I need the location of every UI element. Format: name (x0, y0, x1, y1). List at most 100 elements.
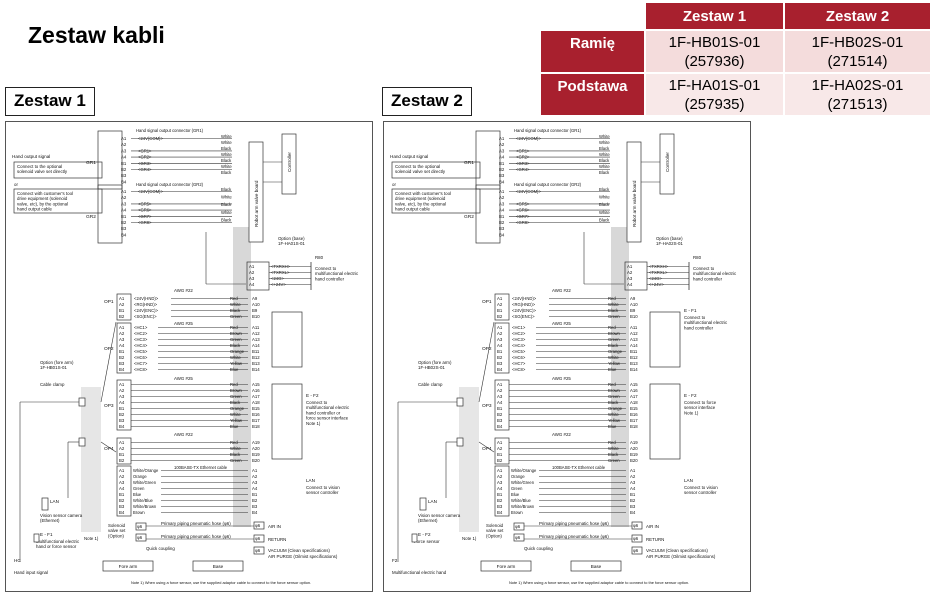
vision-camera-label: (Ethernet) (40, 518, 60, 523)
wire-line (478, 321, 495, 403)
connect-multi-note: hand controller (684, 325, 714, 330)
op1-pin-right: A9 (252, 296, 258, 301)
op3-pin: B3 (119, 418, 125, 423)
base-label: Base (213, 564, 224, 569)
ethernet-pin: B4 (119, 510, 125, 515)
wire-color: Red (230, 325, 238, 330)
wire-color: White (608, 446, 619, 451)
op2-pin-right: B12 (630, 355, 638, 360)
ethernet-pin-right: B1 (252, 492, 258, 497)
wire-line (478, 441, 495, 453)
op4-pin: A2 (119, 446, 125, 451)
ethernet-pin: B2 (497, 498, 503, 503)
op1-connector (116, 293, 132, 321)
cable-clamp-label: Cable clamp (418, 382, 443, 387)
op3-pin: A2 (497, 388, 503, 393)
connect-multi-note: Connect to (684, 315, 706, 320)
controller-box (281, 133, 297, 195)
connect-vision-note: Connect to vision (684, 485, 718, 490)
awg22-label: AWG #22 (552, 288, 571, 293)
clamp-box (78, 437, 86, 447)
op2-pin-right: B13 (252, 361, 260, 366)
base-pin: A3 (249, 276, 255, 281)
hose-box (631, 546, 643, 555)
op4-pin-right: A20 (630, 446, 638, 451)
tool-note-text: Connect with customer's tool (17, 191, 73, 196)
valve-note-text: Connect to the optional (395, 164, 440, 169)
wire-line (100, 321, 117, 403)
op3-pin-right: A17 (252, 394, 260, 399)
op1-pin-right: B9 (252, 308, 258, 313)
wire-color: Brown (511, 510, 523, 515)
op2-signal: <HC5> (134, 349, 148, 354)
table-row-label-arm: Ramię (541, 29, 645, 73)
op4-pin: B2 (119, 458, 125, 463)
lan-label: LAN (684, 478, 693, 483)
ethernet-pin-right: A1 (252, 468, 258, 473)
bottom-left-caption: Multifunctional electric hand (392, 570, 447, 575)
awg22-label: AWG #22 (174, 432, 193, 437)
gr2-connector-title: Hand signal output connector (GR2) (514, 182, 582, 187)
op2-connector (116, 322, 132, 374)
wire-color: Black (221, 158, 232, 163)
op2-pin: A3 (119, 337, 125, 342)
op2-connector (494, 322, 510, 374)
ethernet-pin: A3 (497, 480, 503, 485)
cable-clamp-shade (459, 387, 479, 532)
bottom-left-label: HC (14, 558, 21, 563)
op3-label: OP3 (482, 403, 492, 409)
op2-signal: <HC8> (134, 367, 148, 372)
awg25-label: AWG #25 (552, 376, 571, 381)
gr2-pin: A3 (499, 201, 505, 206)
op1-pin: A1 (497, 296, 503, 301)
op3-pin-right: A18 (252, 400, 260, 405)
op2-pin: A2 (497, 331, 503, 336)
base-pin: A2 (249, 270, 255, 275)
ethernet-pin: A1 (119, 468, 125, 473)
gr2-pin: B4 (499, 232, 505, 237)
bottom-left-caption: Hand input signal (14, 570, 48, 575)
cable-clamp-label: Cable clamp (40, 382, 65, 387)
wire-color: Blue (608, 367, 617, 372)
wire-color: Yellow (230, 361, 243, 366)
op3-pin-right: B16 (252, 412, 260, 417)
op3-pin-right: B18 (630, 424, 638, 429)
op2-signal: <HC2> (134, 331, 148, 336)
op3-pin-right: B17 (630, 418, 638, 423)
wire-color: Yellow (230, 418, 243, 423)
gr2-pin: A4 (499, 208, 505, 213)
wire-color: Brown (608, 388, 621, 393)
or-label: or (392, 182, 396, 187)
wire-color: Black (230, 343, 241, 348)
ethernet-pin-right: B3 (252, 504, 258, 509)
op2-pin: B1 (497, 349, 503, 354)
gr1-connector (475, 130, 501, 190)
op4-pin-right: A19 (630, 440, 638, 445)
op2-signal: <HC6> (512, 355, 526, 360)
r80-label: R80 (315, 255, 324, 260)
option-base-label: Option (base) (656, 236, 683, 241)
phi-label: φ6 (633, 548, 639, 553)
op4-connector (116, 437, 132, 465)
gr1-pin: A1 (121, 136, 127, 141)
gr1-pin: B3 (121, 173, 127, 178)
op2-pin: A1 (119, 325, 125, 330)
air-purge-label: AIR PURGE (Oilmist specifications) (268, 554, 338, 559)
cable-set-table: Zestaw 1 Zestaw 2 Ramię 1F-HB01S-01(2579… (541, 3, 930, 115)
wire-color: White/Orange (133, 468, 159, 473)
wire-color: Black (599, 217, 610, 222)
op2-pin-right: A13 (252, 337, 260, 342)
op3-pin-right: B15 (630, 406, 638, 411)
wire-color: Green (608, 314, 620, 319)
op2-pin-right: A12 (252, 331, 260, 336)
wire-color: Red (230, 382, 238, 387)
connect-force-note: force sensor interface (306, 416, 349, 421)
op-bracket (649, 383, 681, 460)
connect-multi-note: hand controller (693, 276, 723, 281)
note1-text: Note 1) When using a force sensor, use t… (131, 580, 311, 585)
ethernet-pin-right: B3 (630, 504, 636, 509)
wire-color: Black (230, 452, 241, 457)
ef2-label: E - F2 (306, 393, 319, 398)
wire-color: White (599, 210, 610, 215)
